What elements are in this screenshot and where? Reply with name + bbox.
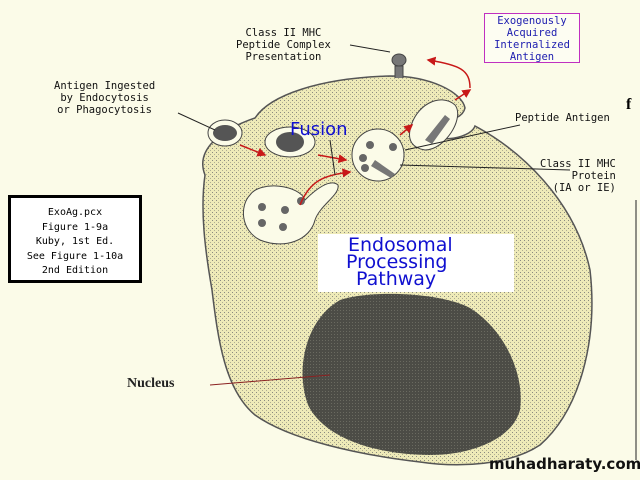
- antigen-ingested-label: Antigen Ingested by Endocytosis or Phago…: [54, 80, 155, 116]
- peptide-antigen-label: Peptide Antigen: [515, 112, 610, 124]
- exocytic-vesicle: [409, 99, 459, 151]
- pathway-title-box: Endosomal Processing Pathway: [318, 234, 514, 292]
- pathway-line: Endosomal: [348, 234, 453, 256]
- pathway-line: Pathway: [356, 268, 437, 290]
- exogenous-antigen-box: Exogenously Acquired Internalized Antige…: [484, 13, 580, 63]
- nucleus: [302, 293, 521, 455]
- label-line: ExoAg.pcx: [47, 207, 103, 218]
- label-line: 2nd Edition: [41, 265, 109, 276]
- surface-mhc-complex: [391, 53, 407, 78]
- label-line: Acquired: [506, 27, 558, 39]
- nucleus-label: Nucleus: [127, 376, 175, 391]
- label-line: See Figure 1-10a: [26, 250, 124, 262]
- label-line: Class II MHC: [245, 27, 322, 39]
- fusion-label: Fusion: [290, 119, 348, 140]
- label-line: Antigen Ingested: [54, 80, 156, 92]
- label-line: Protein: [571, 170, 616, 182]
- fusion-vesicle: [351, 128, 405, 182]
- mhc-protein-label: Class II MHC Protein (IA or IE): [540, 158, 616, 194]
- watermark: muhadharaty.com: [489, 455, 640, 473]
- label-line: Exogenously: [497, 15, 567, 27]
- lysosome: [242, 182, 339, 245]
- label-line: Class II MHC: [540, 158, 616, 170]
- label-line: Kuby, 1st Ed.: [35, 236, 115, 247]
- mhc-complex-label: Class II MHC Peptide Complex Presentatio…: [236, 27, 331, 63]
- label-line: Presentation: [245, 51, 322, 63]
- edge-mark: f: [626, 96, 632, 113]
- label-line: Peptide Complex: [236, 39, 331, 51]
- label-line: by Endocytosis: [60, 92, 149, 104]
- source-box: ExoAg.pcx Figure 1-9a Kuby, 1st Ed. See …: [8, 195, 142, 283]
- label-line: Internalized: [494, 39, 570, 51]
- pathway-line: Processing: [346, 251, 448, 273]
- label-line: (IA or IE): [552, 182, 616, 194]
- label-line: Antigen: [509, 51, 555, 63]
- label-line: Figure 1-9a: [41, 221, 109, 233]
- label-line: or Phagocytosis: [57, 104, 152, 116]
